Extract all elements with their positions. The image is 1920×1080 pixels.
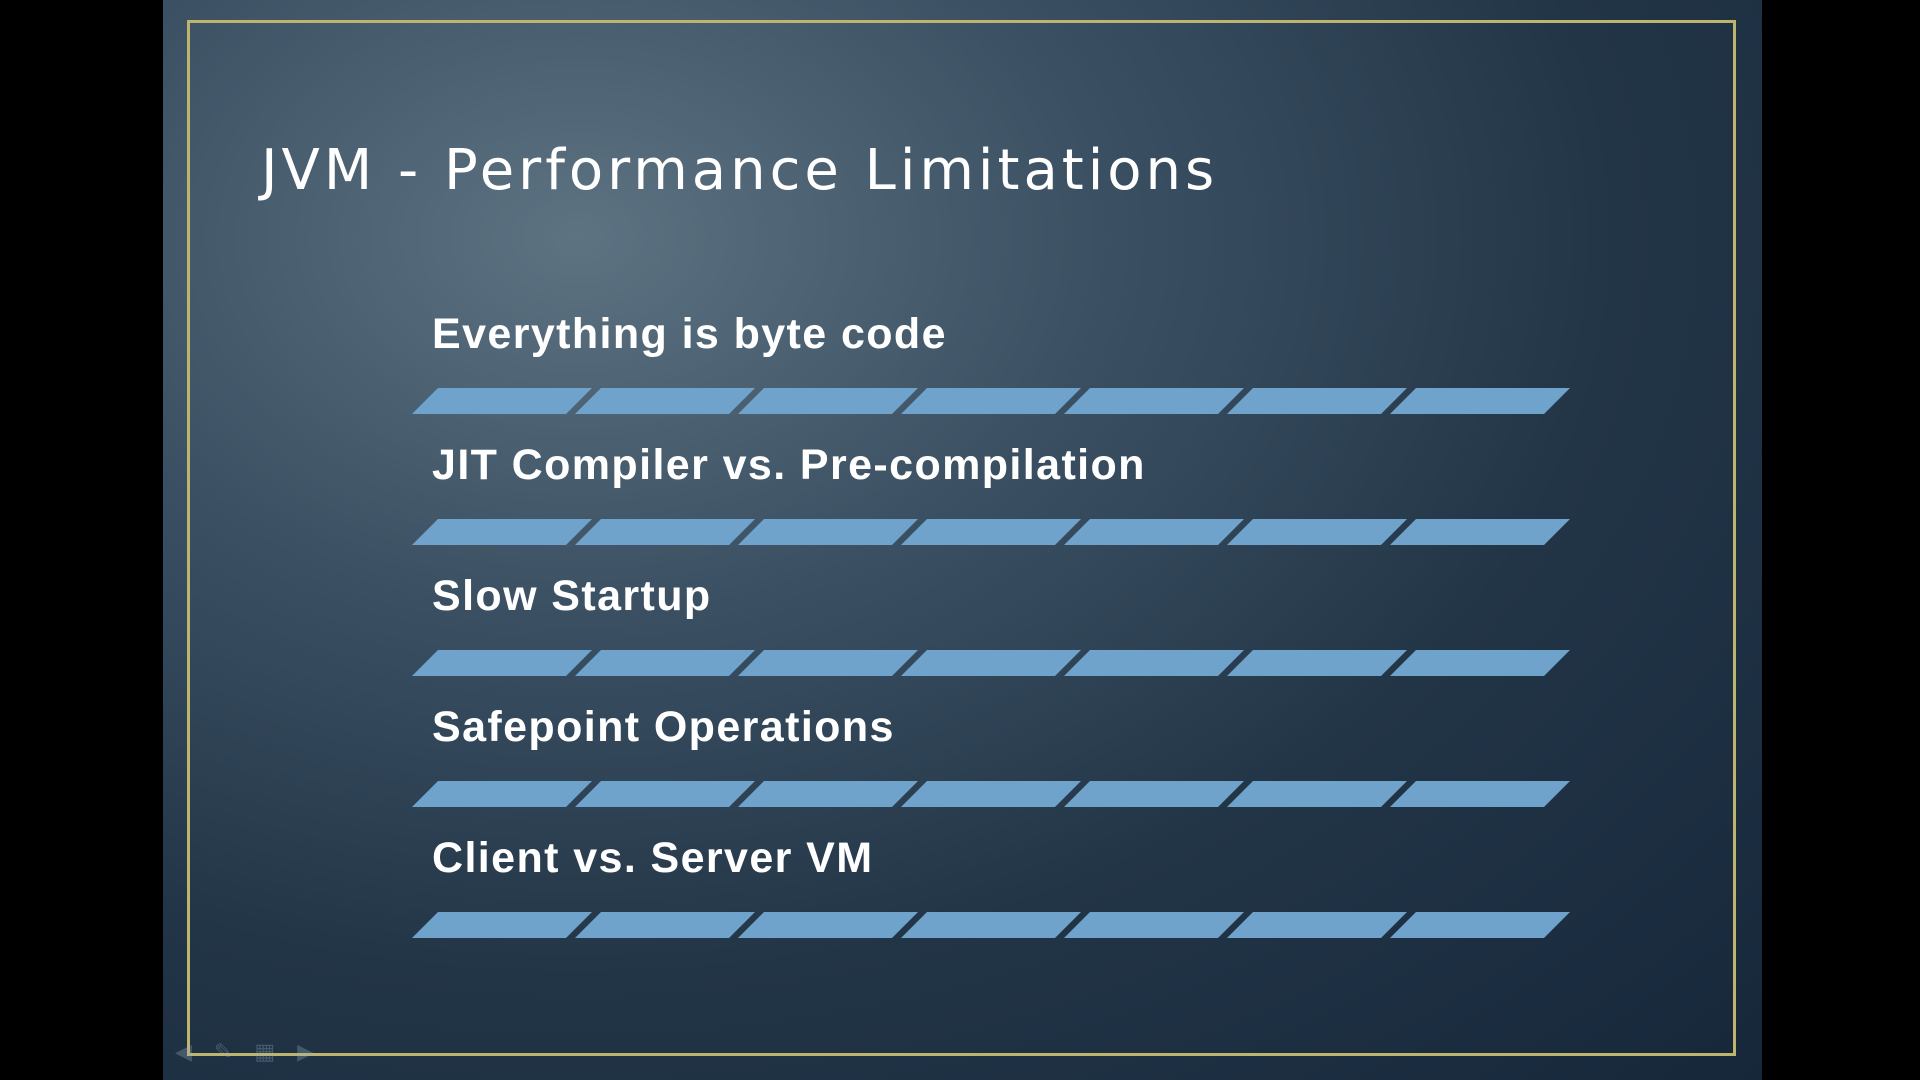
decorative-stripe [412,781,1570,807]
decorative-stripe [412,650,1570,676]
slide-frame [187,20,1736,1056]
list-item-text: Safepoint Operations [432,703,895,751]
arrow-right-icon[interactable]: ▶ [297,1040,315,1065]
decorative-stripe [412,912,1570,938]
slideshow-controls: ◀ ✎ ▦ ▶ [175,1040,314,1065]
slide-title: JVM - Performance Limitations [261,138,1219,203]
list-item-text: Slow Startup [432,572,712,620]
presentation-slide: JVM - Performance Limitations Everything… [163,0,1762,1080]
decorative-stripe [412,519,1570,545]
bullet-list: Everything is byte code JIT Compiler vs.… [412,310,1592,965]
list-item-text: JIT Compiler vs. Pre-compilation [432,441,1146,489]
list-item: Client vs. Server VM [412,834,1592,965]
list-item: Safepoint Operations [412,703,1592,834]
menu-icon[interactable]: ▦ [254,1040,276,1065]
list-item-text: Everything is byte code [432,310,947,358]
arrow-left-icon[interactable]: ◀ [175,1040,192,1065]
list-item: Slow Startup [412,572,1592,703]
pen-icon[interactable]: ✎ [213,1040,233,1065]
decorative-stripe [412,388,1570,414]
list-item-text: Client vs. Server VM [432,834,874,882]
list-item: Everything is byte code [412,310,1592,441]
list-item: JIT Compiler vs. Pre-compilation [412,441,1592,572]
